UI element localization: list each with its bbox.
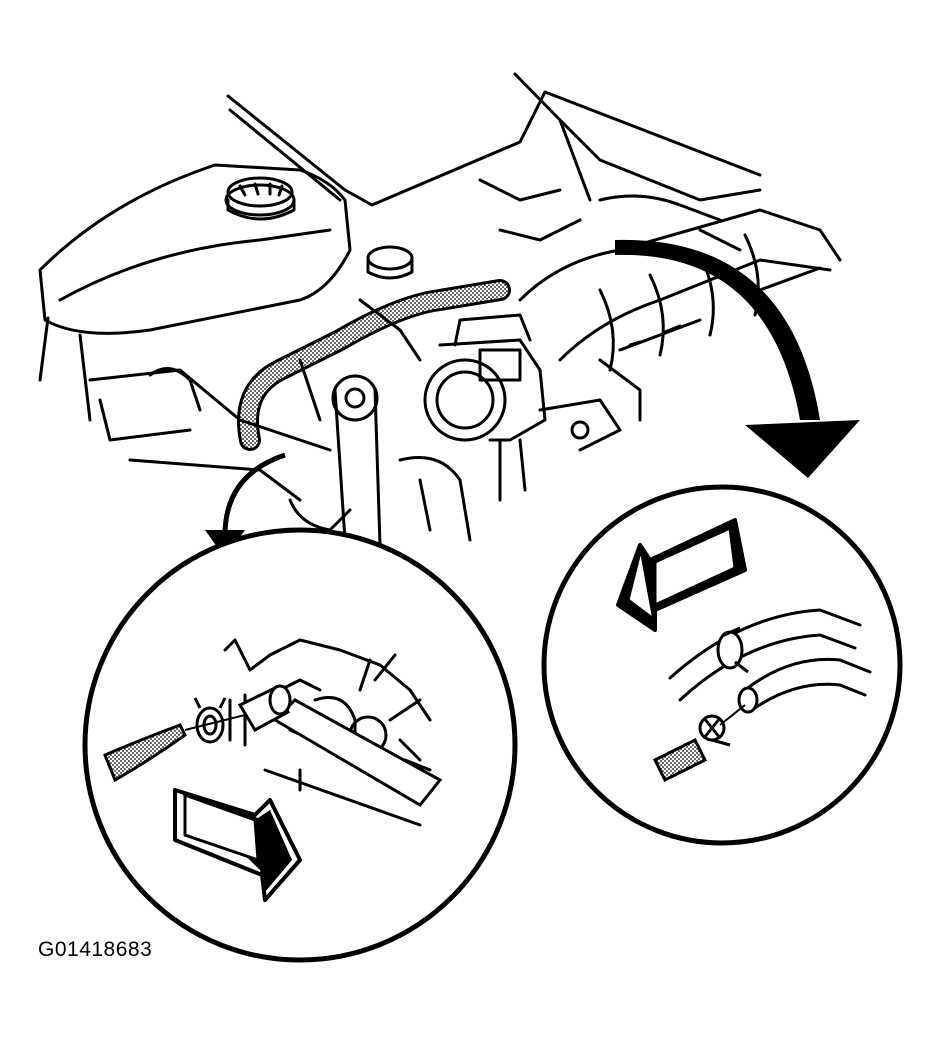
- block-arrow-right-icon: [173, 788, 302, 902]
- throttle-body: [423, 313, 547, 442]
- figure-id-label: G01418683: [38, 938, 153, 961]
- heater-hose-left: [103, 723, 187, 783]
- hose-clamp-right-upper: [716, 626, 749, 674]
- right-detail-view: [541, 484, 903, 846]
- coolant-reservoir: [38, 163, 352, 422]
- oil-fill-cap: [366, 245, 414, 280]
- hose-clamp-right-lower: [698, 714, 731, 747]
- block-arrow-left-icon: [616, 518, 747, 632]
- left-detail-view: [82, 527, 518, 963]
- heater-hose-right: [652, 737, 708, 783]
- curved-arrow-down-right-icon: [615, 239, 860, 478]
- engine-overview: [38, 72, 842, 547]
- reservoir-cap: [224, 176, 296, 221]
